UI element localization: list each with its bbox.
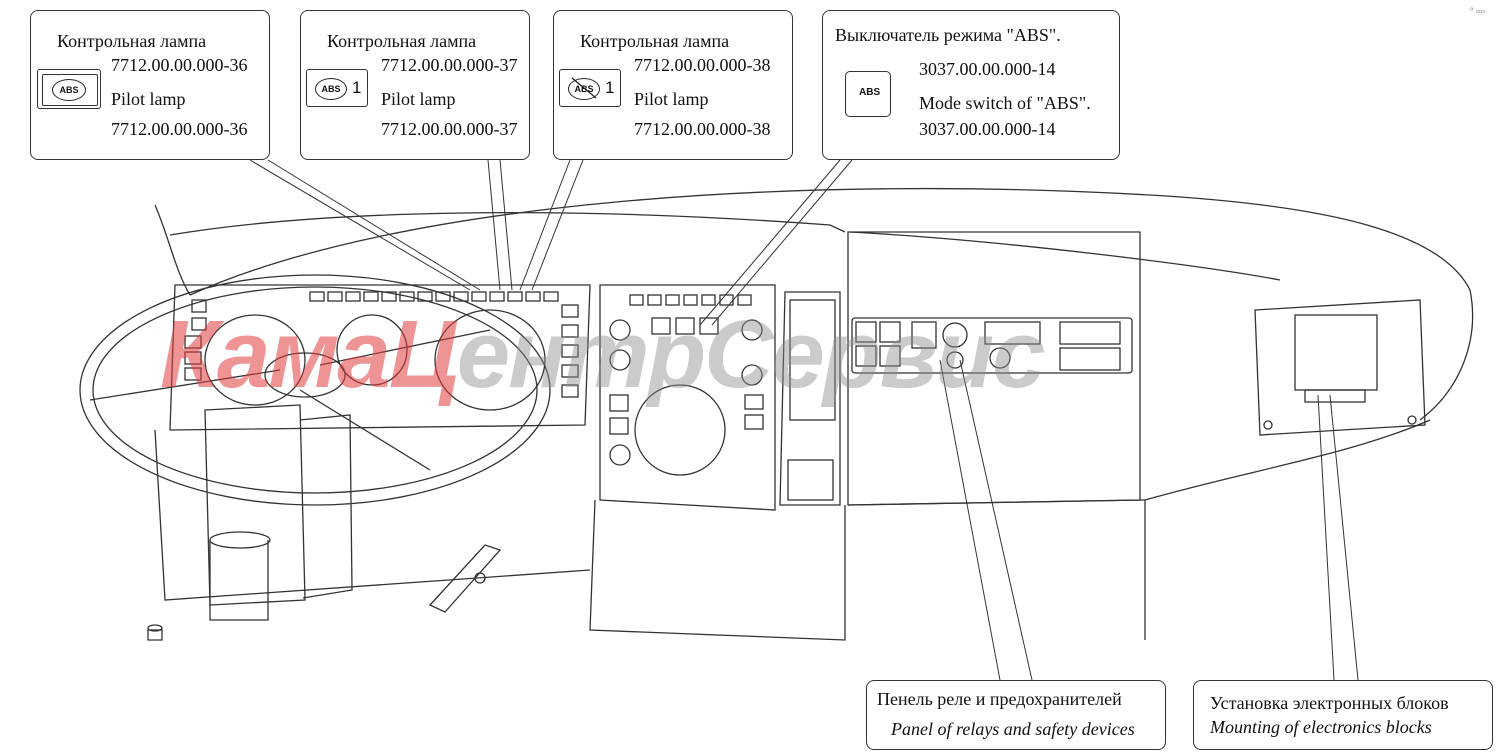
callout-title-ru: Установка электронных блоков	[1210, 693, 1449, 713]
svg-text:° ▫▫▫: ° ▫▫▫	[1470, 6, 1485, 16]
electronics-bay	[1254, 299, 1426, 436]
radio-slot	[779, 291, 841, 506]
clock-gauge	[634, 384, 726, 476]
abs-symbol: ABS	[52, 79, 86, 101]
callout-code-en: 7712.00.00.000-38	[634, 119, 771, 139]
callout-title-en: Mode switch of "ABS".	[919, 93, 1091, 113]
accelerator-pedal	[428, 544, 502, 613]
callout-code-ru: 7712.00.00.000-37	[381, 55, 518, 75]
callout-code-en: 7712.00.00.000-36	[111, 119, 248, 139]
watermark-part1: КамаЦ	[160, 301, 459, 408]
pilot-lamp-icon: ABS	[37, 69, 101, 109]
abs-switch-label: ABS	[859, 87, 881, 98]
abs-symbol: ABS	[568, 78, 600, 100]
pilot-lamp-icon: ABS 1	[559, 69, 621, 107]
dashboard-outline	[189, 187, 1474, 421]
callout-title-ru: Контрольная лампа	[580, 31, 730, 51]
callout-title-en: Pilot lamp	[381, 89, 456, 109]
lamp-number: 1	[605, 78, 615, 97]
instrument-cluster-panel	[169, 284, 591, 431]
callout-code-ru: 7712.00.00.000-38	[634, 55, 771, 75]
callout-title-ru: Контрольная лампа	[57, 31, 207, 51]
callout-code-ru: 3037.00.00.000-14	[919, 59, 1056, 79]
callout-abs-mode-switch: Выключатель режима "ABS". 3037.00.00.000…	[822, 10, 1120, 160]
abs-switch-icon: ABS	[845, 71, 891, 117]
watermark: КамаЦентрСервис	[160, 300, 1046, 410]
right-switch-column	[561, 304, 579, 398]
leader-lines	[249, 159, 1359, 681]
callout-pilot-lamp-36: Контрольная лампа 7712.00.00.000-36 Pilo…	[30, 10, 270, 160]
pilot-lamp-icon: ABS 1	[306, 69, 368, 107]
callout-relay-panel: Пенель реле и предохранителей Panel of r…	[866, 680, 1166, 750]
callout-title-en: Panel of relays and safety devices	[891, 719, 1135, 739]
indicator-row	[309, 291, 559, 302]
callout-code-ru: 7712.00.00.000-36	[111, 55, 248, 75]
watermark-part2: ентрСервис	[456, 301, 1046, 408]
callout-title-ru: Выключатель режима "ABS".	[835, 25, 1061, 45]
steering-column	[204, 404, 306, 606]
lamp-number: 1	[352, 78, 362, 97]
center-console	[599, 284, 776, 511]
console-buttons-row	[629, 294, 752, 306]
left-switch-column	[184, 299, 207, 381]
callout-title-ru: Контрольная лампа	[327, 31, 477, 51]
crossed-out-icon	[571, 77, 597, 99]
callout-title-en: Mounting of electronics blocks	[1210, 717, 1432, 737]
steering-wheel	[79, 274, 551, 506]
callout-title-en: Pilot lamp	[634, 89, 709, 109]
tachometer-gauge	[204, 314, 306, 406]
temperature-gauge	[336, 314, 408, 386]
callout-pilot-lamp-37: Контрольная лампа 7712.00.00.000-37 Pilo…	[300, 10, 530, 160]
electronics-block	[1294, 314, 1378, 391]
callout-code-en: 3037.00.00.000-14	[919, 119, 1056, 139]
callout-code-en: 7712.00.00.000-37	[381, 119, 518, 139]
callout-title-ru: Пенель реле и предохранителей	[877, 689, 1122, 709]
console-switch-row	[651, 317, 719, 335]
callout-electronics-blocks: Установка электронных блоков Mounting of…	[1193, 680, 1493, 750]
abs-symbol: ABS	[315, 78, 347, 100]
callout-pilot-lamp-38: Контрольная лампа 7712.00.00.000-38 Pilo…	[553, 10, 793, 160]
speedometer-gauge	[434, 309, 546, 411]
callout-title-en: Pilot lamp	[111, 89, 186, 109]
